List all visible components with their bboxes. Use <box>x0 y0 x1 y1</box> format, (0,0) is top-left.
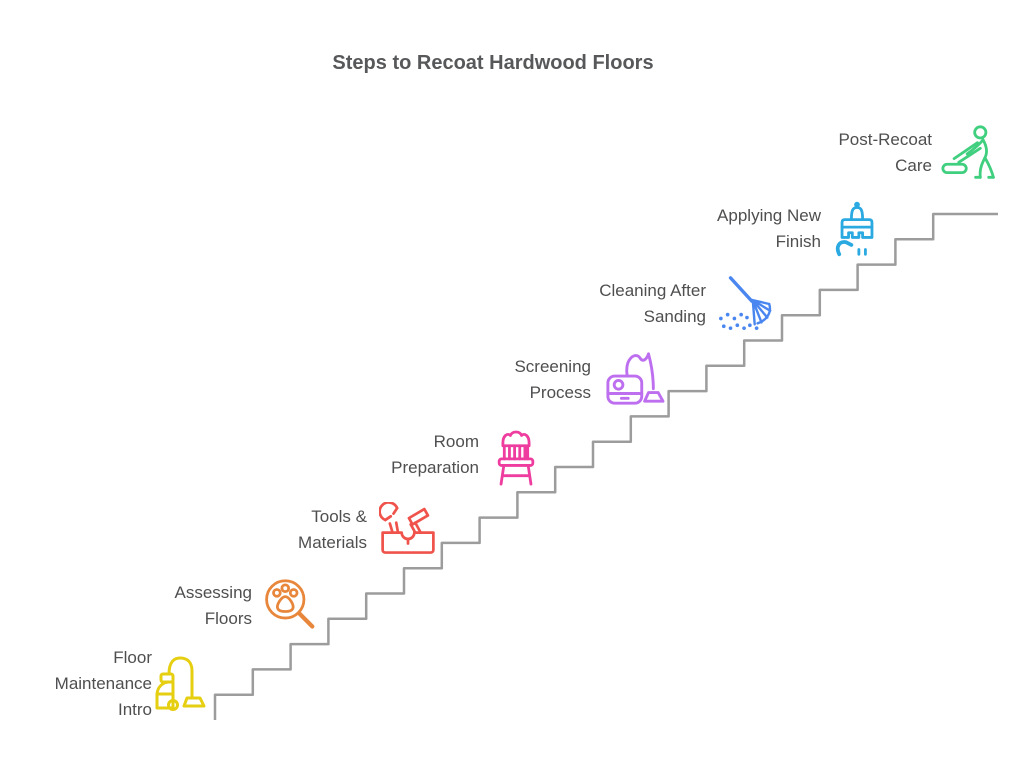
upright-vacuum-icon <box>603 350 665 408</box>
magnifier-paw-icon <box>261 577 317 633</box>
step-label: Cleaning After Sanding <box>599 281 706 326</box>
broom-sweeping-icon <box>717 275 775 333</box>
step-label: Floor Maintenance Intro <box>54 648 152 719</box>
step-label: Tools & Materials <box>298 507 367 552</box>
chair-icon <box>494 428 538 486</box>
paintbrush-icon <box>833 200 881 258</box>
step-label: Room Preparation <box>391 432 479 477</box>
step-label: Assessing Floors <box>174 583 252 628</box>
canister-vacuum-icon <box>152 655 214 717</box>
toolbox-icon <box>379 502 437 556</box>
floor-buffer-person-icon <box>941 124 999 182</box>
step-label: Screening Process <box>514 357 591 402</box>
step-label: Applying New Finish <box>717 206 821 251</box>
page-title: Steps to Recoat Hardwood Floors <box>332 52 654 74</box>
step-label: Post-Recoat Care <box>838 130 932 175</box>
